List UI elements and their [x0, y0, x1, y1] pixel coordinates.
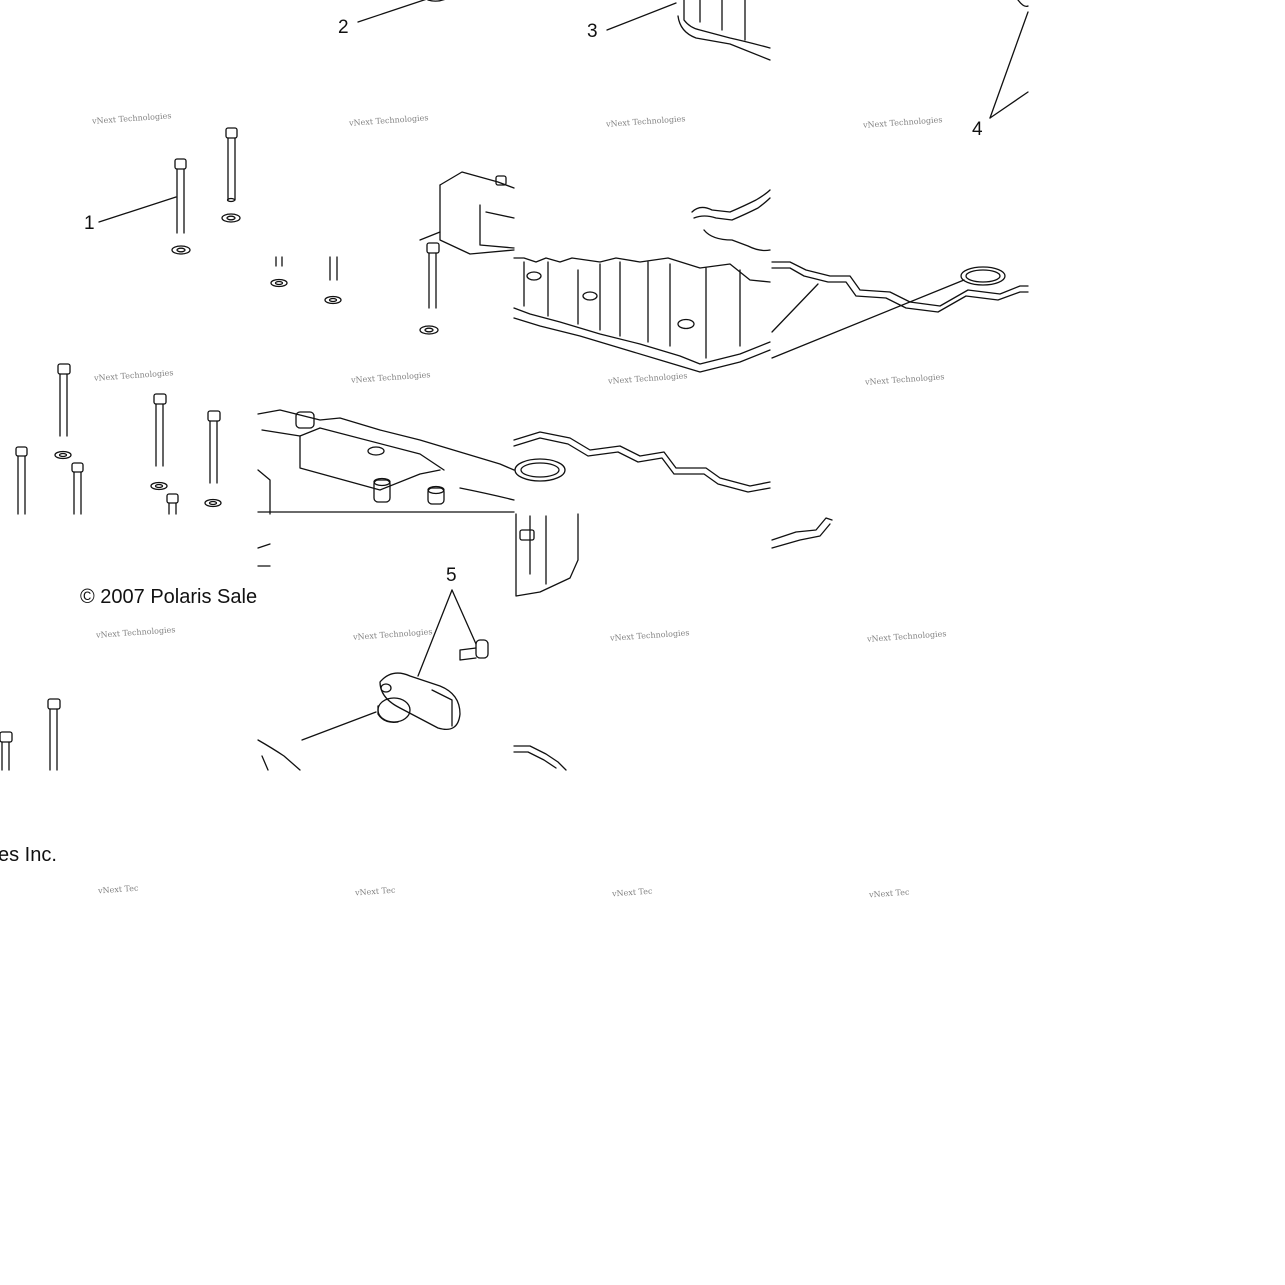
- part-4: [989, 0, 1029, 119]
- callout-5: 5: [446, 565, 457, 586]
- cylinder-head: [257, 409, 515, 515]
- part-3: [606, 0, 771, 61]
- leader-1: [98, 196, 177, 223]
- valve-cover: [513, 189, 771, 373]
- gasket: [771, 261, 1029, 359]
- gasket-fragment: [513, 745, 567, 771]
- bolt-group-2: [15, 363, 222, 515]
- callout-1: 1: [84, 213, 95, 234]
- callout-2: 2: [338, 17, 349, 38]
- bolt-group-1: [171, 127, 241, 255]
- part-2: [357, 0, 445, 23]
- gasket-lower: [513, 431, 771, 597]
- callout-4: 4: [972, 119, 983, 140]
- callout-3: 3: [587, 21, 598, 42]
- gasket-end: [771, 517, 833, 549]
- part-5: [257, 543, 489, 771]
- valve-cover-corner: [419, 171, 515, 255]
- copyright-line-part-b: es Inc.: [0, 844, 57, 866]
- bolt-group-3: [0, 698, 61, 771]
- stud-group: [270, 242, 440, 335]
- copyright-line-part-a: © 2007 Polaris Sale: [80, 586, 258, 608]
